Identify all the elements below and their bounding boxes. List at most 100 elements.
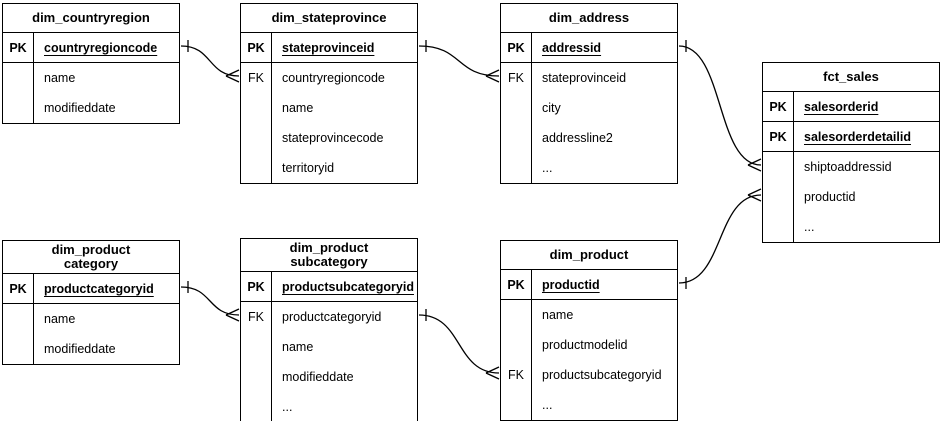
key-column-empty [3,304,34,334]
field-row-stateprovinceid[interactable]: FK stateprovinceid [501,63,677,93]
field-name: ... [804,220,815,234]
key-column-empty [3,334,34,364]
relationship-dim-productsubcategory-to-dim-product[interactable] [418,309,500,380]
key-column-empty [763,182,794,212]
connector-line[interactable] [678,45,762,166]
relationship-dim-productcategory-to-dim-productsubcategory[interactable] [180,281,240,322]
field-row-dots[interactable]: ... [763,212,939,242]
field-name: addressid [542,40,602,55]
field-row-addressline2[interactable]: addressline2 [501,123,677,153]
field-name: productmodelid [542,338,628,352]
cardinality-many-crowfoot [747,188,762,202]
field-name: ... [542,398,553,412]
field-name: name [282,101,314,115]
field-row-productsubcategoryid[interactable]: PK productsubcategoryid [241,272,417,302]
field-name: modifieddate [282,370,354,384]
field-name: countryregioncode [282,71,385,85]
field-row-countryregioncode[interactable]: PK countryregioncode [3,33,179,63]
key-column-empty [241,332,272,362]
field-name: ... [542,161,553,175]
key-column-empty [501,300,532,330]
field-name: stateprovinceid [542,71,627,85]
key-column-empty [241,153,272,183]
key-column-empty [763,212,794,242]
table-title: dim_stateprovince [241,4,417,33]
relationship-dim-stateprovince-to-dim-address[interactable] [418,40,500,83]
table-title: dim_product category [3,241,179,274]
field-row-productmodelid[interactable]: productmodelid [501,330,677,360]
cardinality-many-crowfoot [485,69,500,83]
pk-badge: PK [241,272,272,301]
key-column-empty [3,63,34,93]
key-column-empty [501,390,532,420]
field-name: productid [804,190,856,204]
field-name: modifieddate [44,342,116,356]
field-row-stateprovincecode[interactable]: stateprovincecode [241,123,417,153]
connector-line[interactable] [678,194,762,284]
pk-badge: PK [3,33,34,62]
field-name: shiptoaddressid [804,160,892,174]
field-name: salesorderid [804,99,879,114]
table-title: dim_product [501,241,677,270]
relationship-dim-address-to-fct-sales[interactable] [678,40,762,172]
field-row-dots[interactable]: ... [501,153,677,183]
field-row-name[interactable]: name [3,304,179,334]
field-name: productcategoryid [282,310,382,324]
field-row-shiptoaddressid[interactable]: shiptoaddressid [763,152,939,182]
cardinality-many-crowfoot [225,308,240,322]
field-row-modifieddate[interactable]: modifieddate [3,334,179,364]
field-name: name [542,308,574,322]
field-name: productid [542,277,600,292]
field-row-name[interactable]: name [241,332,417,362]
field-name: territoryid [282,161,335,175]
field-name: modifieddate [44,101,116,115]
field-row-name[interactable]: name [3,63,179,93]
field-name: addressline2 [542,131,613,145]
connector-line[interactable] [418,314,500,374]
relationship-dim-product-to-fct-sales[interactable] [678,188,762,289]
field-row-countryregioncode[interactable]: FK countryregioncode [241,63,417,93]
connector-line[interactable] [418,45,500,77]
table-title: dim_address [501,4,677,33]
field-row-city[interactable]: city [501,93,677,123]
field-name: stateprovinceid [282,40,375,55]
field-name: name [282,340,314,354]
field-row-dots[interactable]: ... [241,392,417,421]
table-title: fct_sales [763,63,939,92]
field-row-modifieddate[interactable]: modifieddate [3,93,179,123]
cardinality-many-crowfoot [747,158,762,172]
relationship-dim-countryregion-to-dim-stateprovince[interactable] [180,40,240,83]
key-column-empty [501,93,532,123]
fk-badge: FK [501,63,532,93]
key-column-empty [501,330,532,360]
fk-badge: FK [241,63,272,93]
pk-badge: PK [501,33,532,62]
field-name: countryregioncode [44,40,158,55]
field-name: name [44,312,76,326]
connector-line[interactable] [180,286,240,316]
field-row-addressid[interactable]: PK addressid [501,33,677,63]
pk-badge: PK [3,274,34,303]
field-name: productsubcategoryid [282,279,414,294]
field-row-modifieddate[interactable]: modifieddate [241,362,417,392]
field-row-productid[interactable]: productid [763,182,939,212]
field-row-name[interactable]: name [241,93,417,123]
connector-line[interactable] [180,45,240,77]
field-row-name[interactable]: name [501,300,677,330]
field-row-dots[interactable]: ... [501,390,677,420]
field-row-territoryid[interactable]: territoryid [241,153,417,183]
